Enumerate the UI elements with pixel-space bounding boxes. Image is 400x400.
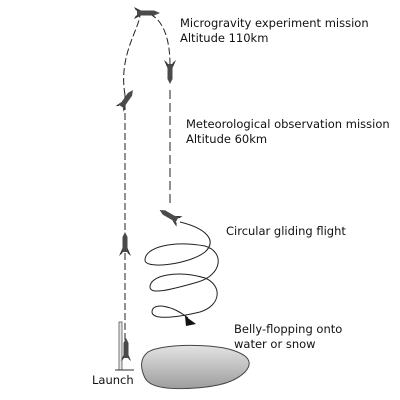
meteorological-mission-label: Meteorological observation mission Altit… xyxy=(186,117,390,147)
rocket-icon xyxy=(115,90,133,112)
launch-tower-icon xyxy=(115,321,134,371)
apex-descent-arc-path xyxy=(149,13,171,66)
splash-icon xyxy=(141,344,250,390)
rocket-icon xyxy=(159,210,183,227)
gliding-label: Circular gliding flight xyxy=(226,224,346,239)
spiral-glide-path xyxy=(144,221,219,319)
rocket-icon xyxy=(134,7,160,19)
arrowhead-icon xyxy=(185,316,196,326)
microgravity-mission-label: Microgravity experiment mission Altitude… xyxy=(180,16,369,46)
rocket-icon xyxy=(119,232,131,256)
launch-text: Launch xyxy=(92,373,134,387)
microgravity-altitude-text: Altitude 110km xyxy=(180,31,269,45)
belly-flop-line1: Belly-flopping onto xyxy=(234,322,343,336)
rocket-icon xyxy=(164,60,176,84)
meteorological-mission-text: Meteorological observation mission xyxy=(186,117,390,131)
belly-flop-label: Belly-flopping onto water or snow xyxy=(234,322,342,352)
launch-label: Launch xyxy=(92,373,134,388)
meteorological-altitude-text: Altitude 60km xyxy=(186,132,268,146)
apex-arc-path xyxy=(123,13,141,96)
belly-flop-line2: water or snow xyxy=(234,337,316,351)
rocket-icon xyxy=(121,338,131,361)
gliding-text: Circular gliding flight xyxy=(226,224,346,238)
microgravity-mission-text: Microgravity experiment mission xyxy=(180,16,369,30)
